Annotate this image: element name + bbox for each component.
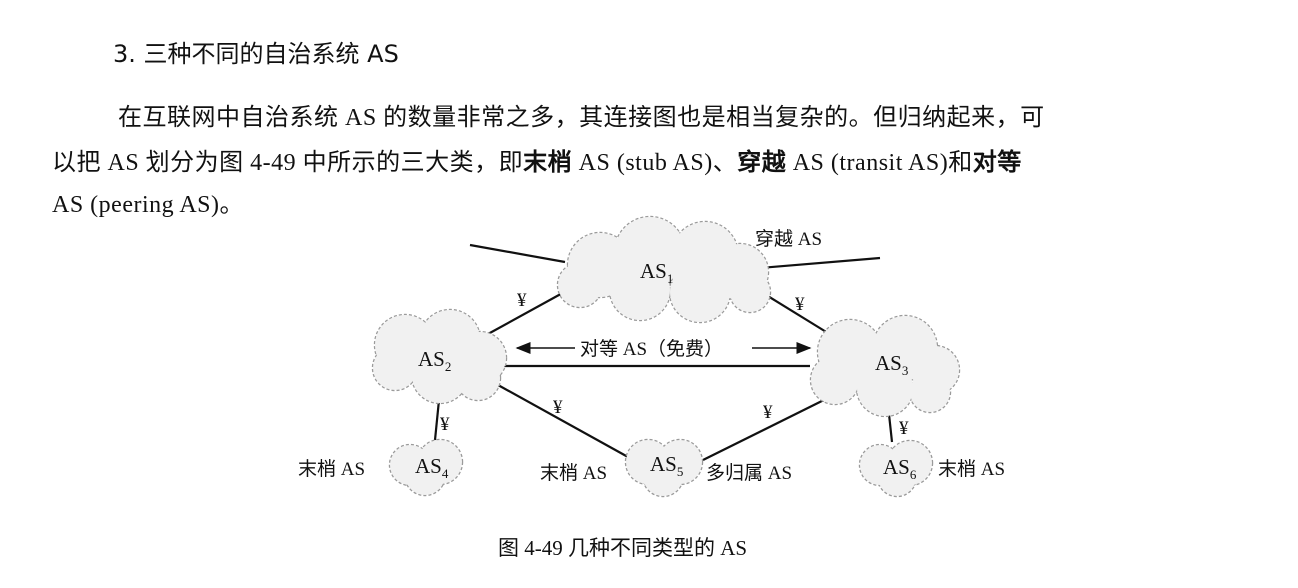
peering-as-label: 对等 AS（免费） [580, 338, 723, 360]
cloud-lobe [878, 458, 916, 496]
cloud-lobe [610, 260, 670, 320]
paragraph-line-2: 以把 AS 划分为图 4-49 中所示的三大类，即末梢 AS (stub AS)… [52, 142, 1022, 177]
link-as2-as5 [497, 384, 629, 458]
stub-as4-label: 末梢 AS [298, 458, 365, 480]
links [433, 243, 894, 461]
yen-icon: ¥ [763, 402, 773, 423]
yen-icon: ¥ [795, 294, 805, 315]
link-as1-as3 [757, 289, 837, 339]
cloud-as6 [858, 439, 934, 498]
text: AS (stub AS)、 [572, 150, 738, 176]
as3-label: AS3 [875, 351, 908, 378]
term-transit: 穿越 [737, 148, 787, 176]
paragraph-line-3: AS (peering AS)。 [52, 192, 244, 218]
link-as3-as5 [702, 392, 839, 461]
cloud-lobe [558, 263, 602, 307]
cloud-lobe [910, 372, 950, 412]
section-title: 3. 三种不同的自治系统 AS [113, 40, 399, 68]
paragraph-line-1: 在互联网中自治系统 AS 的数量非常之多，其连接图也是相当复杂的。但归纳起来，可 [118, 105, 1045, 131]
cloud-lobe [811, 356, 859, 404]
yen-icon: ¥ [440, 414, 450, 435]
cloud-lobe [857, 360, 913, 416]
external-link-left [469, 243, 566, 264]
transit-as-label: 穿越 AS [755, 228, 822, 250]
clouds [371, 215, 961, 498]
text: AS (transit AS)和 [786, 150, 973, 176]
cloud-as1 [556, 215, 772, 324]
cloud-lobe [730, 272, 770, 312]
cloud-lobe [373, 346, 417, 390]
external-link-right [759, 256, 881, 270]
cloud-lobe [405, 455, 445, 495]
cloud-as4 [388, 438, 464, 497]
cloud-as2 [371, 308, 508, 405]
cloud-as5 [624, 438, 704, 498]
as4-label: AS4 [415, 454, 449, 481]
multihomed-as-label: 多归属 AS [706, 462, 792, 484]
stub-as6-label: 末梢 AS [938, 458, 1005, 480]
yen-icon: ¥ [553, 397, 563, 418]
payment-symbols: ¥ ¥ ¥ ¥ ¥ ¥ [440, 290, 909, 439]
cloud-lobe [670, 262, 730, 322]
text: 以把 AS 划分为图 4-49 中所示的三大类，即 [52, 150, 524, 176]
as1-label: AS1 [640, 259, 673, 286]
cloud-lobe [412, 347, 468, 403]
cloud-lobe [643, 456, 683, 496]
link-as1-as2 [487, 289, 569, 335]
as2-label: AS2 [418, 347, 451, 374]
as5-label: AS5 [650, 452, 683, 479]
term-peering: 对等 [972, 148, 1022, 176]
as6-label: AS6 [883, 455, 917, 482]
cloud-lobe [456, 356, 500, 400]
cloud-as3 [809, 314, 961, 418]
term-stub: 末梢 [523, 148, 573, 176]
yen-icon: ¥ [517, 290, 527, 311]
figure-caption: 图 4-49 几种不同类型的 AS [498, 536, 748, 560]
stub-as5-label: 末梢 AS [540, 462, 607, 484]
yen-icon: ¥ [899, 418, 909, 439]
link-as2-as4 [433, 399, 441, 441]
